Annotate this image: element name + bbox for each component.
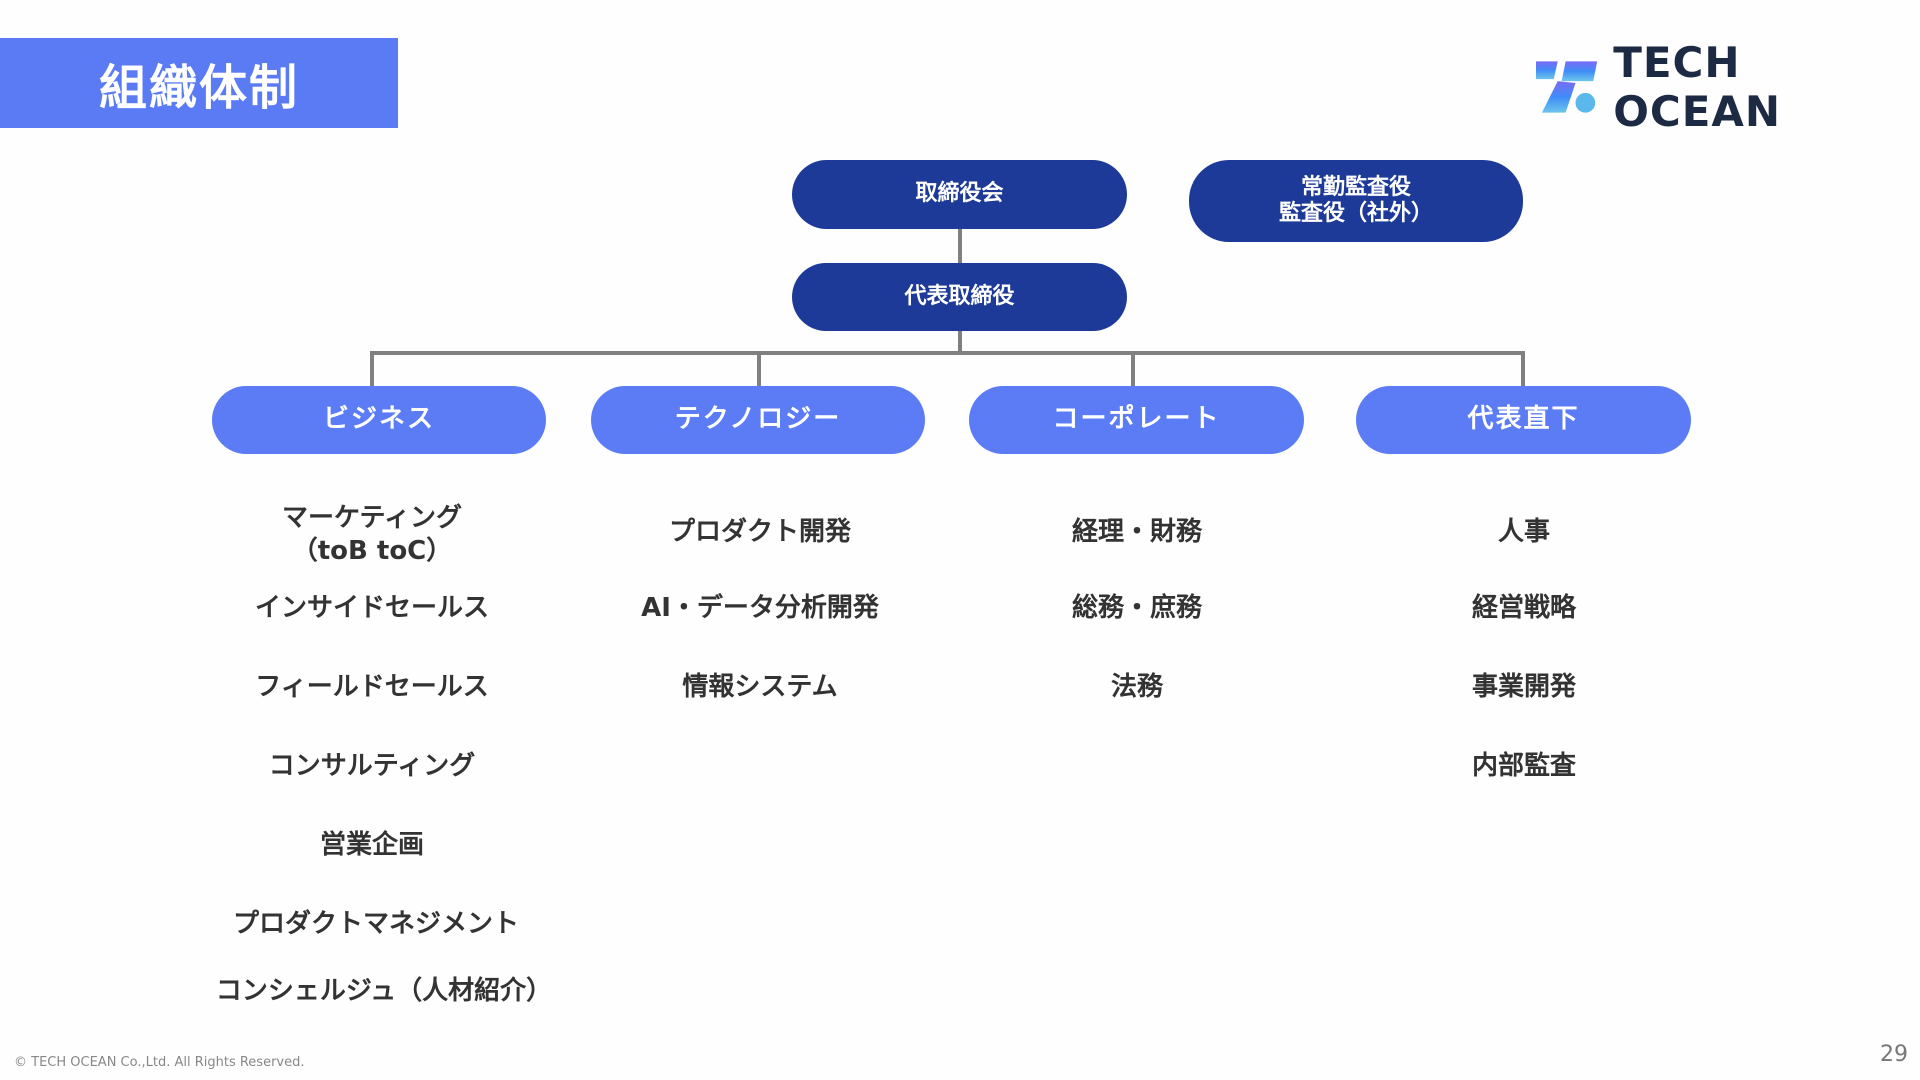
connector-drop-corporate	[1131, 351, 1135, 387]
item-line: （toB toC）	[291, 535, 453, 566]
list-item: フィールドセールス	[255, 672, 489, 702]
list-item: インサイドセールス	[254, 593, 490, 623]
division-direct: 代表直下	[1356, 386, 1691, 454]
copyright: © TECH OCEAN Co.,Ltd. All Rights Reserve…	[14, 1055, 305, 1070]
logo-text: TECH OCEAN	[1613, 38, 1782, 136]
page-title-banner: 組織体制	[0, 38, 398, 128]
division-technology: テクノロジー	[591, 386, 925, 454]
item-line: マーケティング	[282, 503, 462, 533]
company-logo: TECH OCEAN	[1536, 38, 1920, 136]
division-business: ビジネス	[212, 386, 546, 454]
connector-drop-business	[370, 351, 374, 387]
board-label: 取締役会	[915, 181, 1004, 207]
list-item: 事業開発	[1471, 672, 1577, 702]
division-corporate: コーポレート	[969, 386, 1304, 454]
list-item: コンシェルジュ（人材紹介）	[215, 976, 553, 1006]
auditors-node: 常勤監査役 監査役（社外）	[1189, 160, 1523, 242]
list-item: マーケティング （toB toC）	[282, 502, 462, 567]
list-item: コンサルティング	[268, 751, 476, 781]
division-label: テクノロジー	[674, 404, 842, 435]
list-item: 経理・財務	[1071, 517, 1203, 547]
auditor-external-label: 監査役（社外）	[1278, 201, 1433, 226]
board-of-directors-node: 取締役会	[792, 160, 1127, 229]
list-item: プロダクトマネジメント	[232, 909, 520, 939]
connector-drop-technology	[757, 351, 761, 387]
list-item: 人事	[1497, 517, 1551, 547]
connector-horizontal-bus	[370, 351, 1525, 355]
list-item: 営業企画	[319, 830, 425, 860]
division-label: 代表直下	[1467, 404, 1580, 435]
list-item: 法務	[1110, 672, 1164, 702]
list-item: 総務・庶務	[1071, 593, 1203, 623]
list-item: プロダクト開発	[668, 517, 852, 547]
page-title: 組織体制	[98, 60, 299, 116]
division-label: ビジネス	[322, 404, 435, 435]
list-item: 経営戦略	[1471, 593, 1577, 623]
list-item: 内部監査	[1471, 751, 1577, 781]
ceo-node: 代表取締役	[792, 263, 1127, 331]
division-label: コーポレート	[1052, 404, 1221, 435]
connector-board-ceo	[958, 229, 962, 263]
ceo-label: 代表取締役	[904, 283, 1015, 309]
connector-drop-direct	[1521, 351, 1525, 387]
auditor-fulltime-label: 常勤監査役	[1300, 174, 1411, 200]
page-number: 29	[1880, 1042, 1908, 1067]
list-item: AI・データ分析開発	[641, 593, 879, 623]
connector-ceo-bus	[958, 330, 962, 354]
list-item: 情報システム	[682, 672, 838, 702]
tech-ocean-logo-icon	[1536, 61, 1598, 113]
